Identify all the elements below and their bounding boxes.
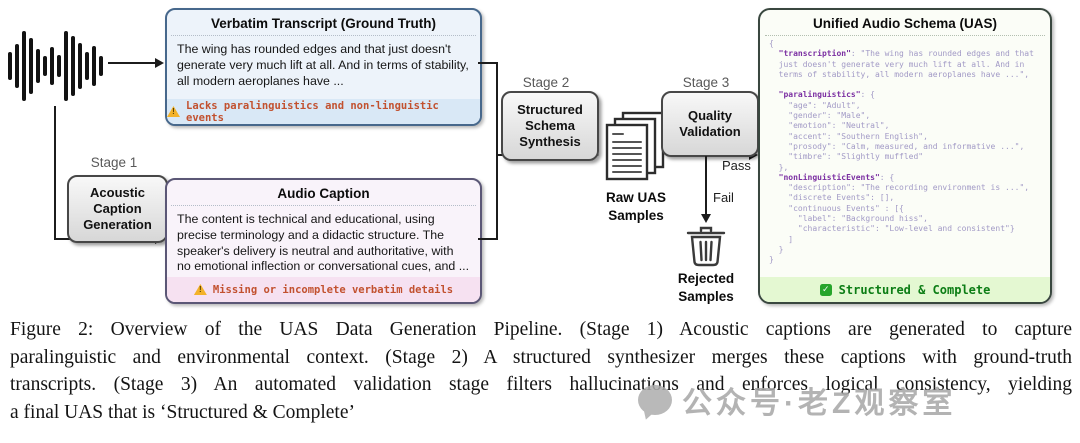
caption-line: a final UAS that is ‘Structured & Comple… xyxy=(10,401,355,423)
transcript-title: Verbatim Transcript (Ground Truth) xyxy=(210,16,437,31)
connector-transcript-out xyxy=(478,62,498,64)
stage1-label: Stage 1 xyxy=(90,155,138,170)
audio-caption-title: Audio Caption xyxy=(277,186,370,201)
caption-line: paralinguistic and environmental context… xyxy=(10,346,1072,368)
divider xyxy=(171,35,476,36)
caption-line: Figure 2: Overview of the UAS Data Gener… xyxy=(10,319,1072,340)
connector-fail xyxy=(705,156,707,216)
audio-waveform-icon xyxy=(8,27,110,105)
stage3-label: Stage 3 xyxy=(682,75,730,90)
watermark-text: 公众号·老Z观察室 xyxy=(682,387,957,420)
verbatim-transcript-box: Verbatim Transcript (Ground Truth) The w… xyxy=(165,8,482,126)
rejected-samples-label: Rejected Samples xyxy=(677,271,735,304)
uas-footer: ✓ Structured & Complete xyxy=(760,277,1050,302)
audio-caption-body: The content is technical and educational… xyxy=(177,212,470,274)
caption-line: transcripts. (Stage 3) An automated vali… xyxy=(10,374,1072,396)
connector-waveform-to-transcript xyxy=(108,62,156,64)
raw-uas-samples-label: Raw UAS Samples xyxy=(605,190,666,223)
uas-json-code: { "transcription": "The wing has rounded… xyxy=(769,39,1034,265)
structured-schema-synthesis-box: Structured Schema Synthesis xyxy=(501,91,599,161)
pipeline-diagram: Stage 1 Acoustic Caption Generation Verb… xyxy=(0,0,1080,316)
fail-label: Fail xyxy=(713,190,734,205)
acoustic-caption-generation-box: Acoustic Caption Generation xyxy=(67,175,168,243)
quality-validation-box: Quality Validation xyxy=(661,91,759,157)
stage2-label: Stage 2 xyxy=(522,75,570,90)
check-icon: ✓ xyxy=(819,283,832,296)
divider xyxy=(171,205,476,206)
audio-caption-warning-strip: Missing or incomplete verbatim details xyxy=(167,277,480,302)
document-stack-icon xyxy=(603,110,669,186)
warning-icon xyxy=(167,106,180,117)
connector-audio-caption-out xyxy=(478,238,498,240)
audio-caption-warning-text: Missing or incomplete verbatim details xyxy=(212,283,454,296)
figure-caption: Figure 2: Overview of the UAS Data Gener… xyxy=(10,316,1072,426)
uas-title: Unified Audio Schema (UAS) xyxy=(812,16,997,31)
pass-label: Pass xyxy=(722,158,751,173)
warning-icon xyxy=(193,284,207,295)
chat-bubble-icon xyxy=(638,385,672,415)
transcript-warning-strip: Lacks paralinguistics and non-linguistic… xyxy=(167,99,480,124)
acoustic-box-label: Acoustic Caption Generation xyxy=(83,185,152,232)
quality-box-label: Quality Validation xyxy=(679,108,741,139)
watermark: 公众号·老Z观察室 xyxy=(638,378,956,422)
transcript-warning-text: Lacks paralinguistics and non-linguistic… xyxy=(186,99,439,124)
arrowhead-icon xyxy=(155,58,164,68)
divider xyxy=(765,35,1045,36)
audio-caption-box: Audio Caption The content is technical a… xyxy=(165,178,482,304)
unified-audio-schema-panel: Unified Audio Schema (UAS) { "transcript… xyxy=(758,8,1052,304)
arrowhead-icon xyxy=(701,214,711,223)
trash-icon xyxy=(683,225,729,267)
connector-waveform-down xyxy=(54,106,56,240)
uas-footer-text: Structured & Complete xyxy=(838,282,991,297)
connector-merge-vertical xyxy=(496,62,498,240)
transcript-body: The wing has rounded edges and that just… xyxy=(177,42,469,88)
structured-box-label: Structured Schema Synthesis xyxy=(517,102,583,149)
